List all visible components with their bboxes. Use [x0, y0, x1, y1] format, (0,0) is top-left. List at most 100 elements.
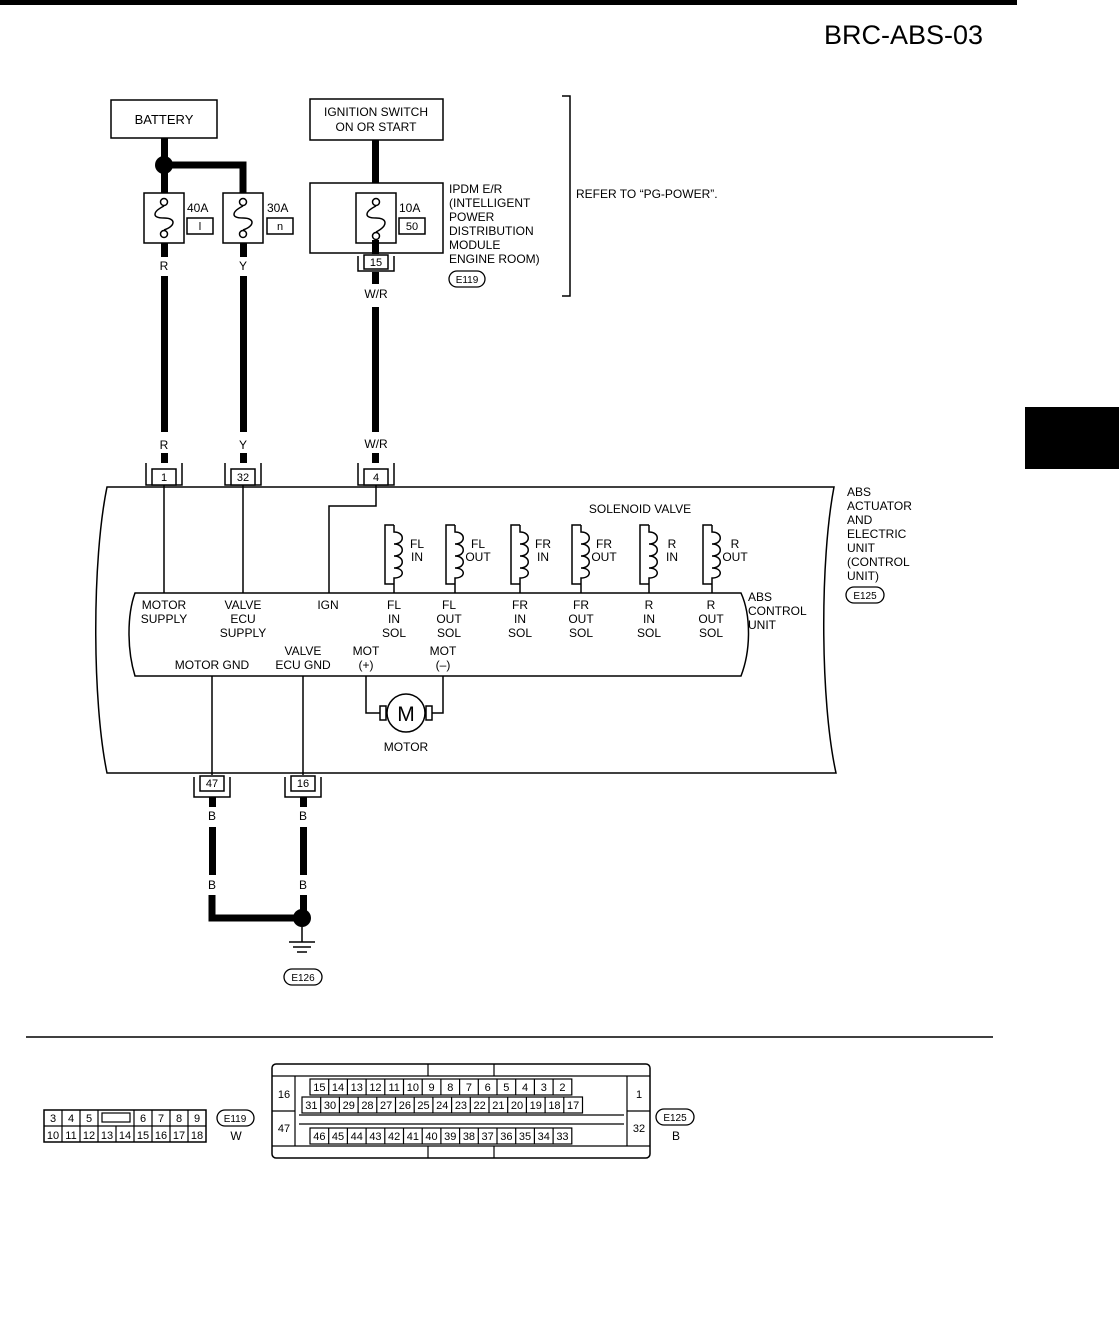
pin-label: 11: [65, 1130, 76, 1142]
pin-label: 39: [444, 1131, 456, 1143]
control-unit-label-3: UNIT: [748, 618, 777, 632]
pin-label: 20: [511, 1100, 523, 1112]
wire-color-wr-top: W/R: [364, 287, 388, 301]
ground-connector-e126: E126: [291, 973, 315, 984]
pin-label: 8: [176, 1113, 182, 1125]
abs-pin-16: 16: [284, 775, 322, 798]
solenoid-label: FL: [471, 537, 485, 551]
solenoid-label: IN: [411, 550, 423, 564]
pin-label: 16: [278, 1089, 290, 1101]
pin-label: 11: [388, 1082, 399, 1094]
ipdm-label-5: MODULE: [449, 238, 500, 252]
ipdm-label-2: (INTELLIGENT: [449, 196, 531, 210]
ground-junction: [293, 909, 311, 927]
pin-label: 35: [519, 1131, 531, 1143]
pin-label: 22: [474, 1100, 486, 1112]
solenoid-terminal-label: SOL: [569, 626, 593, 640]
refer-bracket: [562, 95, 571, 297]
abs-pin-47: 47: [193, 775, 231, 798]
ipdm-label-6: ENGINE ROOM): [449, 252, 540, 266]
term-valve-gnd-1: VALVE: [285, 644, 322, 658]
pin-label: 13: [351, 1082, 363, 1094]
motor: M MOTOR: [365, 676, 444, 754]
term-valve-supply-2: ECU: [230, 612, 255, 626]
top-rule: [0, 0, 1017, 5]
pin-label: 5: [503, 1082, 509, 1094]
pin-label: 47: [278, 1123, 290, 1135]
solenoid-terminal-label: SOL: [637, 626, 661, 640]
pin-label: 7: [158, 1113, 164, 1125]
e119-code: E119: [224, 1114, 247, 1125]
pin-label: 26: [399, 1100, 411, 1112]
solenoid-label: OUT: [591, 550, 617, 564]
control-unit-label-1: ABS: [748, 590, 772, 604]
abs-unit-label-6: (CONTROL: [847, 555, 910, 569]
pin-label: 12: [369, 1082, 381, 1094]
pin-label: 6: [140, 1113, 146, 1125]
pin-label: 46: [313, 1131, 325, 1143]
pin-label: 10: [47, 1130, 59, 1142]
svg-text:32: 32: [237, 472, 249, 484]
abs-unit-label-1: ABS: [847, 485, 871, 499]
term-valve-supply-3: SUPPLY: [220, 626, 266, 640]
fuse-10a-id: 50: [406, 221, 418, 233]
wire-color-b-1: B: [208, 809, 216, 823]
solenoid-label: IN: [537, 550, 549, 564]
solenoid-label: FL: [410, 537, 424, 551]
e119-color: W: [230, 1129, 242, 1143]
abs-unit-label-7: UNIT): [847, 569, 879, 583]
pin-label: 3: [541, 1082, 547, 1094]
pin-label: 38: [463, 1131, 475, 1143]
fuse-40a-id: l: [199, 221, 201, 233]
pin-label: 15: [137, 1130, 149, 1142]
ipdm-er-block: 10A 50 IPDM E/R (INTELLIGENT POWER DISTR…: [309, 182, 540, 288]
pin-label: 24: [436, 1100, 448, 1112]
pin-label: 18: [191, 1130, 203, 1142]
term-mot-minus-2: (–): [436, 658, 451, 672]
solenoid-terminal-label: IN: [388, 612, 400, 626]
ipdm-label-4: DISTRIBUTION: [449, 224, 534, 238]
svg-text:4: 4: [373, 472, 379, 484]
wire-color-b-2: B: [299, 809, 307, 823]
wire-color-y-top: Y: [239, 259, 247, 273]
abs-pin-1: 1: [145, 463, 183, 486]
solenoid-terminal-label: SOL: [437, 626, 461, 640]
pin-label: 44: [351, 1131, 363, 1143]
svg-text:16: 16: [297, 778, 309, 790]
e125-color: B: [672, 1129, 680, 1143]
abs-actuator-outline: [95, 486, 837, 774]
ipdm-label-1: IPDM E/R: [449, 182, 503, 196]
pin-label: 1: [636, 1089, 642, 1101]
pin-label: 4: [522, 1082, 528, 1094]
wire-color-b-3: B: [208, 878, 216, 892]
pin-label: 34: [538, 1131, 550, 1143]
pin-label: 33: [556, 1131, 568, 1143]
svg-text:47: 47: [206, 778, 218, 790]
svg-text:15: 15: [370, 257, 382, 269]
pin-label: 17: [173, 1130, 185, 1142]
solenoid-label: FR: [596, 537, 612, 551]
section-tab: [1025, 407, 1119, 469]
solenoid-terminal-label: R: [645, 598, 654, 612]
pin-label: 2: [559, 1082, 565, 1094]
pin-label: 8: [447, 1082, 453, 1094]
pin-label: 14: [119, 1130, 131, 1142]
motor-label: MOTOR: [384, 740, 429, 754]
pin-label: 3: [50, 1113, 56, 1125]
solenoid-terminal-label: OUT: [698, 612, 724, 626]
control-unit-label-2: CONTROL: [748, 604, 807, 618]
pin-label: 17: [567, 1100, 579, 1112]
abs-pin-32: 32: [224, 463, 262, 486]
pin-label: 21: [492, 1100, 504, 1112]
abs-unit-label-3: AND: [847, 513, 873, 527]
term-valve-supply-1: VALVE: [225, 598, 262, 612]
ground-symbol: [289, 941, 315, 953]
fuse-30a-rating: 30A: [267, 201, 288, 215]
wire-color-r-top: R: [160, 259, 169, 273]
